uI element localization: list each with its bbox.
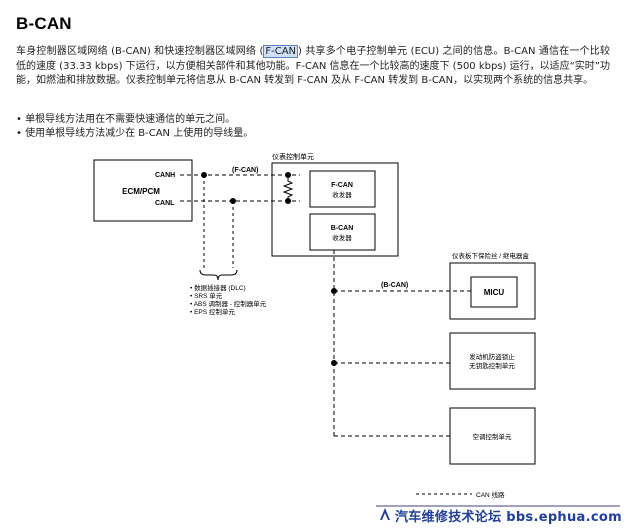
micu-box: [470, 276, 518, 308]
bullet-item: 单根导线方法用在不需要快速通信的单元之间。: [16, 113, 253, 127]
legend-label: CAN 线路: [476, 490, 505, 499]
climate-control-unit-box: [449, 407, 536, 465]
canl-label: CANL: [155, 200, 175, 207]
immobilizer-label-line2: 无钥匙控制单元: [469, 361, 515, 370]
bcan-line-label: (B-CAN): [381, 282, 408, 289]
bullet-item: 使用单根导线方法减少在 B-CAN 上使用的导线量。: [16, 127, 253, 141]
intro-text-end: ) 共享多个电子控制单元 (ECU) 之间的信息。B-CAN 通信在一个比较低的…: [16, 46, 611, 87]
fcan-transceiver-box: [309, 170, 376, 208]
gauge-unit-title: 仪表控制单元: [272, 152, 314, 161]
junction-dot: [285, 198, 291, 204]
fcan-highlight: F-CAN: [263, 45, 299, 58]
fuse-box-title: 仪表板下保险丝 / 继电器盒: [452, 251, 529, 260]
gauge-control-unit-box: [271, 162, 399, 257]
climate-label: 空调控制单元: [473, 432, 513, 441]
junction-dot: [285, 172, 291, 178]
intro-paragraph: 车身控制器区域网络 (B-CAN) 和快速控制器区域网络 (F-CAN) 共享多…: [16, 45, 610, 89]
dlc-item: • EPS 控制单元: [190, 307, 235, 316]
junction-dot: [331, 288, 337, 294]
fcan-box-title: F-CAN: [331, 182, 353, 189]
watermark-bar: [376, 505, 620, 527]
immobilizer-label-line1: 发动机防盗锁止: [469, 352, 515, 361]
dlc-item: • SRS 单元: [190, 291, 223, 300]
bcan-box-sub: 收发器: [332, 233, 352, 242]
fuse-relay-box: [449, 262, 536, 320]
micu-label: MICU: [484, 288, 505, 297]
canh-label: CANH: [155, 172, 175, 179]
bcan-box-title: B-CAN: [331, 225, 354, 232]
page-title: B-CAN: [16, 14, 72, 33]
dlc-item: • ABS 调制器 - 控制器单元: [190, 299, 267, 308]
dlc-brace: [199, 269, 238, 281]
fcan-line-label: (F-CAN): [232, 167, 258, 174]
bullet-list: 单根导线方法用在不需要快速通信的单元之间。 使用单根导线方法减少在 B-CAN …: [16, 113, 253, 141]
ecm-pcm-label: ECM/PCM: [122, 187, 160, 196]
watermark-text: 汽车维修技术论坛 bbs.ephua.com: [395, 510, 622, 525]
bcan-transceiver-box: [309, 213, 376, 251]
ecm-pcm-box: [93, 159, 193, 222]
fcan-box-sub: 收发器: [332, 190, 352, 199]
forum-logo-icon: [380, 508, 390, 520]
intro-text-start: 车身控制器区域网络 (B-CAN) 和快速控制器区域网络 (: [16, 46, 264, 57]
junction-dot: [331, 360, 337, 366]
immobilizer-unit-box: [449, 332, 536, 390]
terminator-resistor: [282, 178, 294, 198]
dlc-item: • 数据插接器 (DLC): [190, 283, 246, 292]
